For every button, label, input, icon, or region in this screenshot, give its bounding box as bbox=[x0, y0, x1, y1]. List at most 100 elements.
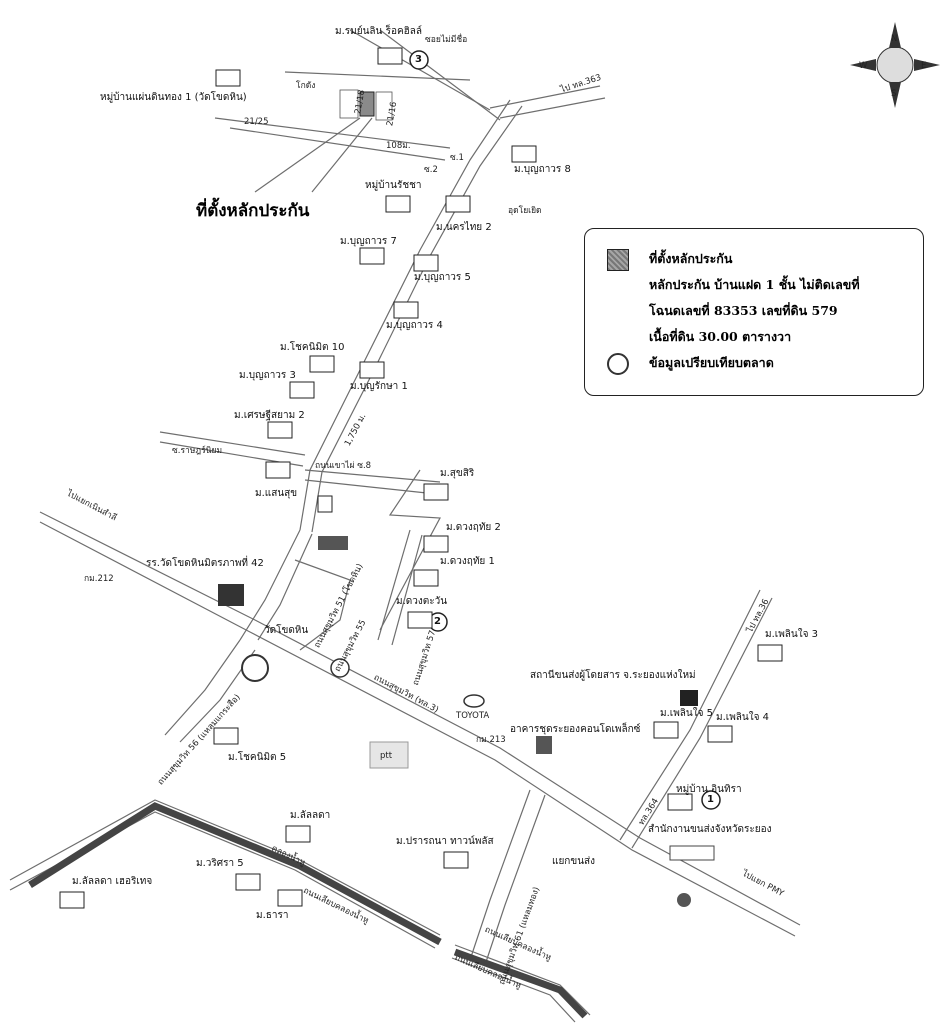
plot-neighbour-2 bbox=[375, 91, 393, 121]
road-to-36-a bbox=[619, 589, 761, 841]
label-soi-2: ซ.2 bbox=[424, 165, 438, 175]
road-rat-niyom-a bbox=[159, 431, 306, 456]
bus-icon bbox=[680, 690, 698, 706]
label-bunthawon8: ม.บุญถาวร 8 bbox=[514, 164, 571, 175]
label-rainbow-rock: ม.รมย์นลิน ร็อคฮิลล์ bbox=[335, 26, 422, 37]
label-waritsara5: ม.วริศรา 5 bbox=[196, 858, 244, 869]
legend-line-1: หลักประกัน บ้านแฝด 1 ชั้น ไม่ติดเลขที่ bbox=[649, 277, 860, 292]
road-sukhumvit-main bbox=[39, 511, 801, 926]
plot-neighbour-1 bbox=[339, 89, 359, 119]
marker-2: 2 bbox=[434, 616, 441, 627]
compass-n: N bbox=[891, 34, 898, 44]
label-khongkhet: โกดัง bbox=[296, 81, 316, 91]
house-icon bbox=[359, 361, 385, 379]
label-bunthawon3: ม.บุญถาวร 3 bbox=[239, 370, 296, 381]
marker-3: 3 bbox=[415, 54, 422, 65]
label-phloenchai3: ม.เพลินใจ 3 bbox=[765, 629, 819, 640]
road-top-7 bbox=[499, 97, 606, 119]
label-nakhonthai2: ม.นครไทย 2 bbox=[436, 222, 492, 233]
road-top-4 bbox=[349, 29, 491, 111]
road-soi-56 bbox=[164, 639, 241, 736]
star-icon bbox=[330, 658, 350, 678]
legend-collateral-swatch bbox=[607, 249, 629, 271]
house-icon bbox=[289, 381, 315, 399]
toyota-logo-icon bbox=[463, 694, 485, 708]
marker-1: 1 bbox=[707, 794, 714, 805]
label-khonsong: แยกขนส่ง bbox=[552, 856, 596, 867]
label-thara: ม.ธารา bbox=[256, 910, 289, 921]
house-icon bbox=[309, 355, 335, 373]
house-icon bbox=[757, 644, 783, 662]
house-icon bbox=[443, 851, 469, 869]
label-duangtawan: ม.ดวงตะวัน bbox=[396, 596, 448, 607]
label-dist-108: 108ม. bbox=[386, 141, 411, 151]
compass-rose bbox=[850, 22, 940, 108]
legend-comparable-ring bbox=[607, 353, 629, 375]
label-duangrit1: ม.ดวงฤทัย 1 bbox=[440, 556, 495, 567]
house-icon bbox=[285, 825, 311, 843]
house-icon bbox=[385, 195, 411, 213]
lotus-icon bbox=[318, 536, 348, 550]
label-bunthawon4: ม.บุญถาวร 4 bbox=[386, 320, 443, 331]
collateral-plot bbox=[359, 91, 375, 117]
legend-collateral-label: ที่ตั้งหลักประกัน bbox=[649, 251, 733, 266]
house-icon bbox=[267, 421, 293, 439]
compass-w: W bbox=[859, 61, 868, 71]
label-setthisiam2: ม.เศรษฐีสยาม 2 bbox=[234, 410, 305, 421]
label-inthira: หมู่บ้าน อินทิรา bbox=[676, 784, 742, 795]
landmark-icons bbox=[218, 495, 715, 907]
label-km212: กม.212 bbox=[84, 574, 114, 584]
house-icon bbox=[277, 889, 303, 907]
label-condo: อาคารชุดระยองคอนโดเพล็กซ์ bbox=[510, 724, 641, 735]
label-bunthawon7: ม.บุญถาวร 7 bbox=[340, 236, 397, 247]
house-icon bbox=[511, 145, 537, 163]
label-saensin: หมู่บ้านแผ่นดินทอง 1 (วัดโขดหิน) bbox=[100, 92, 247, 103]
canal-khlong-nam-hu-east bbox=[453, 948, 588, 1019]
road-soi-61-b bbox=[484, 794, 546, 966]
house-icon bbox=[423, 535, 449, 553]
label-rat-niyom: ซ.ราษฎร์นิยม bbox=[172, 446, 223, 456]
label-ptt: ptt bbox=[380, 751, 393, 761]
compass-s: S bbox=[891, 89, 897, 99]
road-to-36-b bbox=[631, 597, 773, 849]
legend-comparable-label: ข้อมูลเปรียบเทียบตลาด bbox=[649, 355, 774, 370]
label-soi-no-name: ซอยไม่มีชื่อ bbox=[425, 35, 468, 45]
road-top-2 bbox=[229, 127, 446, 161]
house-icon bbox=[445, 195, 471, 213]
label-chokanimit10: ม.โชคนิมิต 10 bbox=[280, 342, 345, 353]
condo-icon bbox=[536, 736, 552, 754]
label-phloenchai5: ม.เพลินใจ 5 bbox=[660, 708, 714, 719]
road-top-3 bbox=[284, 71, 471, 81]
school-icon bbox=[218, 584, 244, 606]
label-khao-phai: ถนนเขาไผ่ ซ.8 bbox=[315, 461, 372, 471]
label-soi-1: ซ.1 bbox=[450, 153, 464, 163]
label-bunthawon5: ม.บุญถาวร 5 bbox=[414, 272, 471, 283]
label-utoyai: อุดโยเยิด bbox=[508, 206, 542, 216]
compass-arrow-south bbox=[889, 82, 901, 108]
pointer-line-1 bbox=[254, 117, 361, 193]
road-southeast-a bbox=[454, 944, 591, 1016]
label-toyota: TOYOTA bbox=[456, 711, 490, 721]
road-soi-57 bbox=[377, 529, 411, 641]
road-southwest-a bbox=[9, 799, 441, 936]
compass-arrow-west bbox=[850, 59, 876, 71]
road-southeast-b bbox=[451, 957, 576, 1023]
road-sukhumvit-main-lower bbox=[39, 521, 796, 937]
label-bus-station: สถานีขนส่งผู้โดยสาร จ.ระยองแห่งใหม่ bbox=[530, 670, 696, 681]
road-khao-phai-c bbox=[379, 469, 441, 631]
road-khao-phai-b bbox=[304, 479, 437, 495]
shop-icon bbox=[317, 495, 333, 513]
office-icon bbox=[669, 845, 715, 861]
road-network bbox=[9, 29, 801, 1023]
label-phloenchai4: ม.เพลินใจ 4 bbox=[716, 712, 770, 723]
village-icons bbox=[59, 47, 783, 909]
house-icon bbox=[423, 483, 449, 501]
label-suksiri: ม.สุขสิริ bbox=[440, 468, 475, 479]
water-drop-icon bbox=[677, 893, 691, 907]
road-khao-phai-a bbox=[304, 469, 441, 483]
house-icon bbox=[215, 69, 241, 87]
house-icon bbox=[667, 793, 693, 811]
road-soi-57-b bbox=[391, 534, 423, 646]
label-saensuk: ม.แสนสุข bbox=[255, 488, 298, 499]
